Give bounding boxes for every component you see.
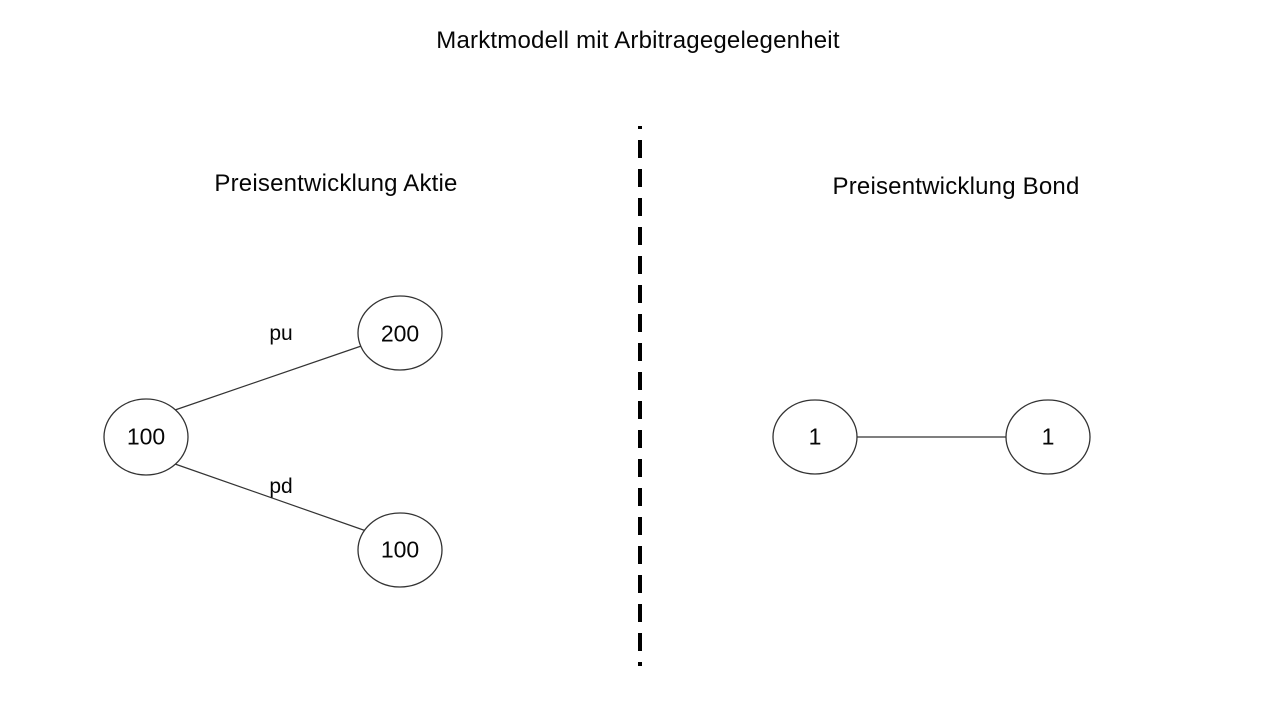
node-bond-end-circle (1005, 399, 1091, 475)
node-bond-start-circle (772, 399, 858, 475)
node-bond-end-label: 1 (1041, 423, 1055, 450)
node-stock-root-circle (103, 398, 189, 476)
node-stock-up-circle (357, 295, 443, 371)
node-stock-down-label: 100 (380, 536, 420, 563)
node-stock-root-label: 100 (126, 423, 166, 450)
edge-pu-label: pu (269, 322, 293, 345)
bond-section-heading: Preisentwicklung Bond (832, 173, 1080, 200)
stock-section-heading: Preisentwicklung Aktie (214, 170, 458, 197)
edge-pd-label: pd (269, 475, 293, 498)
edge-stock-up-line (174, 342, 371, 411)
node-stock-up-label: 200 (380, 320, 420, 347)
slide-title: Marktmodell mit Arbitragegelegenheit (436, 27, 840, 54)
edge-stock-down-line (174, 463, 373, 534)
node-stock-down-circle (357, 512, 443, 588)
node-bond-start-label: 1 (808, 423, 822, 450)
